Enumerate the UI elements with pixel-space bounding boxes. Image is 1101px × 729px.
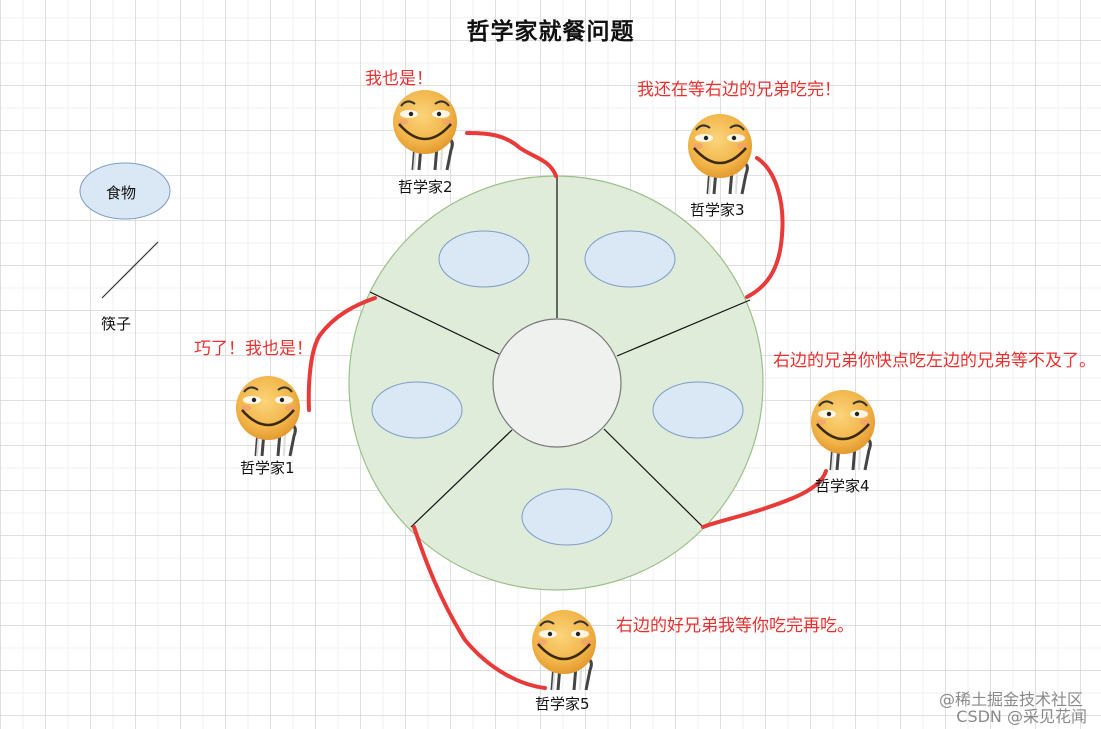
- philosopher-5-name: 哲学家5: [535, 695, 590, 713]
- philosopher-1-name: 哲学家1: [240, 459, 295, 477]
- legend: [79, 162, 171, 299]
- philosopher-5-speech: 右边的好兄弟我等你吃完再吃。: [616, 616, 854, 636]
- table-center: [492, 318, 622, 448]
- philosopher-4-emoji: [809, 388, 877, 472]
- philosopher-2-emoji: [391, 88, 459, 172]
- philosopher-1-speech: 巧了！我也是！: [194, 339, 313, 359]
- grab-line-philosopher-2: [465, 131, 558, 178]
- chopstick-left[interactable]: [369, 291, 500, 355]
- philosopher-4-speech: 右边的兄弟你快点吃左边的兄弟等不及了。: [773, 351, 1096, 371]
- watermark-csdn: CSDN @采见花闻: [956, 707, 1087, 726]
- food-plate-3[interactable]: [584, 230, 676, 288]
- philosopher-2-name: 哲学家2: [398, 178, 453, 196]
- chopstick-bottom-right[interactable]: [603, 428, 704, 528]
- food-plate-5[interactable]: [521, 488, 613, 546]
- legend-chopstick-line: [101, 241, 159, 299]
- legend-chopstick-label: 筷子: [101, 315, 132, 333]
- philosopher-4-name: 哲学家4: [815, 477, 870, 495]
- grab-line-philosopher-4: [701, 469, 828, 529]
- philosopher-2-speech: 我也是！: [365, 69, 433, 89]
- philosopher-3-name: 哲学家3: [690, 201, 745, 219]
- diagram-title: 哲学家就餐问题: [466, 19, 635, 45]
- legend-food-label: 食物: [106, 184, 137, 202]
- grab-line-philosopher-1: [306, 296, 377, 412]
- dining-table: [348, 175, 764, 591]
- philosopher-1-emoji: [234, 374, 302, 458]
- philosopher-3-speech: 我还在等右边的兄弟吃完！: [637, 80, 841, 100]
- watermark-juejin: @稀土掘金技术社区: [938, 690, 1083, 709]
- food-plate-1[interactable]: [371, 381, 463, 439]
- philosopher-5-emoji: [530, 608, 598, 692]
- legend-food-ellipse: [79, 162, 171, 220]
- food-plate-2[interactable]: [438, 230, 530, 288]
- philosopher-3-emoji: [686, 112, 754, 196]
- chopstick-bottom-left[interactable]: [410, 429, 513, 528]
- grab-line-philosopher-3: [745, 156, 785, 299]
- grab-line-philosopher-5: [412, 525, 547, 690]
- food-plate-4[interactable]: [652, 381, 744, 439]
- chopstick-right[interactable]: [616, 299, 751, 357]
